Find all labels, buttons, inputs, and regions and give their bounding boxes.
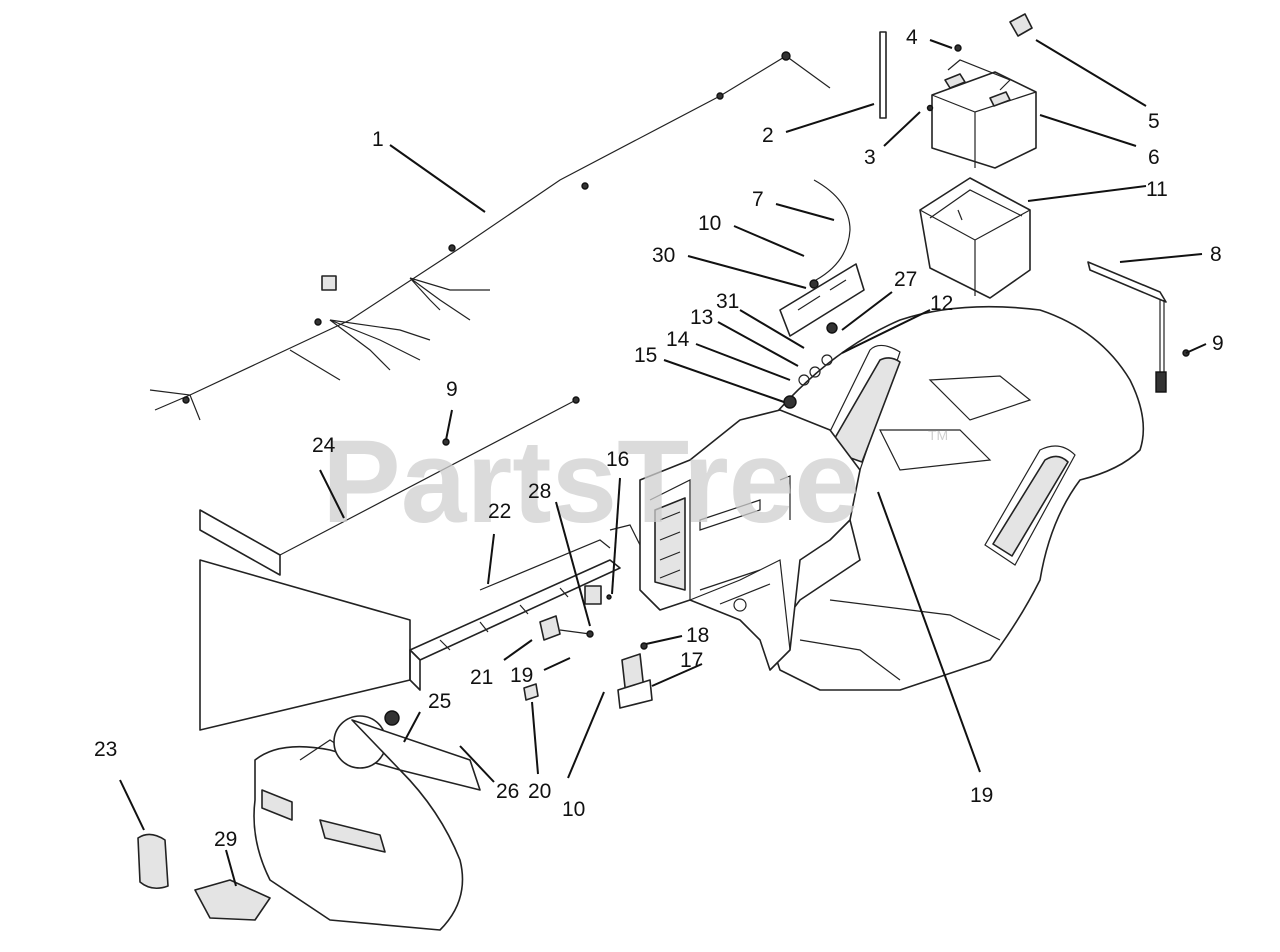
callout-10a[interactable]: 10 (698, 212, 721, 235)
leader-21 (503, 639, 533, 661)
fender-body[interactable] (769, 305, 1145, 691)
dash-panel[interactable] (609, 409, 861, 671)
hold-down-rod[interactable] (879, 31, 934, 119)
battery-box[interactable] (919, 177, 1031, 299)
leader-5 (1035, 39, 1147, 107)
headlight-lens-left[interactable] (137, 833, 169, 890)
callout-20[interactable]: 20 (528, 780, 551, 803)
callout-25[interactable]: 25 (428, 690, 451, 713)
leader-27 (841, 291, 893, 331)
callout-11[interactable]: 11 (1146, 178, 1168, 201)
leader-26 (459, 745, 495, 783)
leader-1 (389, 144, 486, 213)
callout-24[interactable]: 24 (312, 434, 336, 457)
leader-19a (877, 491, 981, 773)
callout-12[interactable]: 12 (930, 292, 953, 315)
callout-1[interactable]: 1 (372, 128, 384, 151)
callout-10b[interactable]: 10 (562, 798, 585, 821)
terminal-cap[interactable] (954, 13, 1033, 52)
leader-3 (883, 111, 921, 147)
callout-4[interactable]: 4 (906, 26, 918, 49)
callout-14[interactable]: 14 (666, 328, 690, 351)
leader-9b (445, 409, 453, 441)
leader-17 (651, 663, 703, 687)
leader-31 (739, 309, 805, 349)
callout-23[interactable]: 23 (94, 738, 117, 761)
callout-5[interactable]: 5 (1148, 110, 1160, 133)
leader-18 (645, 635, 683, 645)
callout-labels: 1 2 3 4 5 6 7 8 9 9 10 10 11 12 13 14 15… (94, 26, 1224, 851)
leader-7 (775, 203, 835, 221)
seat-switch[interactable] (584, 585, 612, 605)
callout-27[interactable]: 27 (894, 268, 917, 291)
interlock-switch[interactable] (539, 615, 594, 641)
leader-lines (119, 39, 1207, 887)
callout-19a[interactable]: 19 (970, 784, 993, 807)
ignition-wire[interactable] (809, 179, 851, 289)
headlight-lens-right[interactable] (194, 879, 271, 921)
leader-24 (319, 469, 345, 519)
leader-16 (611, 477, 621, 595)
callout-8[interactable]: 8 (1210, 243, 1222, 266)
leader-13 (717, 321, 799, 367)
callout-7[interactable]: 7 (752, 188, 764, 211)
callout-29[interactable]: 29 (214, 828, 237, 851)
leader-25 (403, 711, 421, 743)
callout-26[interactable]: 26 (496, 780, 519, 803)
leader-9a (1185, 343, 1207, 354)
leader-8 (1119, 253, 1203, 263)
ignition-bracket[interactable] (779, 263, 865, 409)
leader-2 (785, 103, 875, 133)
leader-10a (733, 225, 805, 257)
callout-31[interactable]: 31 (716, 290, 739, 313)
leader-23 (119, 779, 145, 831)
callout-28[interactable]: 28 (528, 480, 551, 503)
leader-20 (531, 701, 539, 775)
leader-14 (695, 343, 791, 381)
leader-19b (543, 657, 571, 671)
leader-4 (929, 39, 953, 49)
watermark: PartsTree TM (322, 416, 948, 548)
callout-16[interactable]: 16 (606, 448, 629, 471)
battery[interactable] (931, 59, 1037, 169)
callout-17[interactable]: 17 (680, 649, 703, 672)
leader-29 (225, 849, 237, 887)
leader-12 (841, 309, 931, 354)
watermark-tm: TM (928, 427, 948, 443)
callout-21[interactable]: 21 (470, 666, 493, 689)
callout-19b[interactable]: 19 (510, 664, 533, 687)
callout-2[interactable]: 2 (762, 124, 774, 147)
bushing[interactable] (523, 683, 539, 701)
leader-10b (567, 691, 605, 779)
callout-22[interactable]: 22 (488, 500, 511, 523)
battery-strap[interactable] (1087, 261, 1190, 393)
callout-9a[interactable]: 9 (1212, 332, 1224, 355)
wiring-harness[interactable] (149, 51, 831, 421)
watermark-text: PartsTree (322, 416, 860, 548)
leader-28 (555, 501, 591, 627)
hood-grille[interactable] (199, 559, 464, 931)
leader-30 (687, 255, 807, 289)
relay[interactable] (617, 642, 653, 709)
leader-22 (487, 533, 495, 585)
leader-11 (1027, 185, 1147, 202)
headlight-bracket[interactable] (351, 719, 481, 791)
callout-30[interactable]: 30 (652, 244, 675, 267)
callout-6[interactable]: 6 (1148, 146, 1160, 169)
callout-18[interactable]: 18 (686, 624, 709, 647)
callout-13[interactable]: 13 (690, 306, 713, 329)
callout-3[interactable]: 3 (864, 146, 876, 169)
callout-9b[interactable]: 9 (446, 378, 458, 401)
leader-6 (1039, 114, 1137, 147)
callout-15[interactable]: 15 (634, 344, 657, 367)
leader-15 (663, 359, 785, 403)
